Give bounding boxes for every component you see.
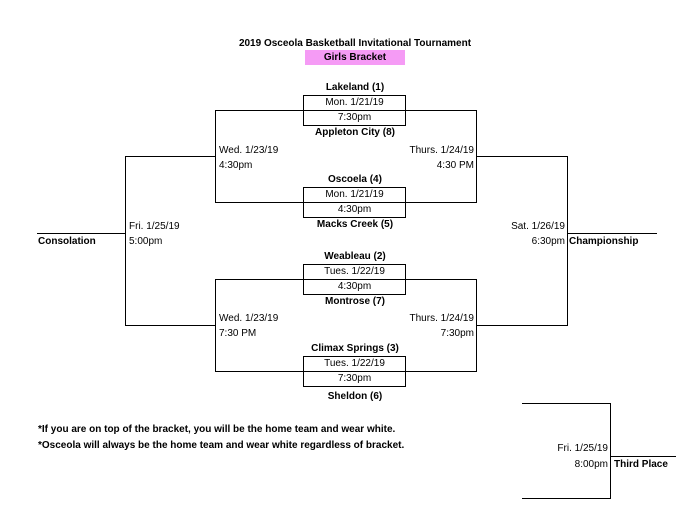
game4-line-left — [215, 371, 303, 372]
game2-box-divider — [303, 202, 406, 203]
consolation-label: Consolation — [38, 236, 96, 247]
semi-bottom-right-time: 7:30pm — [440, 328, 474, 339]
consolation-time: 5:00pm — [129, 236, 163, 247]
game1-bottom-team: Appleton City (8) — [315, 127, 395, 138]
game3-top-team: Weableau (2) — [324, 251, 386, 262]
game2-date: Mon. 1/21/19 — [325, 189, 384, 200]
game4-time: 7:30pm — [337, 373, 372, 384]
third-place-top-line — [522, 403, 611, 404]
game3-box-divider — [303, 279, 406, 280]
third-place-out-line — [610, 456, 676, 457]
game2-line-left — [215, 202, 303, 203]
game4-date: Tues. 1/22/19 — [324, 358, 385, 369]
game4-box-divider — [303, 371, 406, 372]
semi-top-left-time: 4:30pm — [219, 160, 253, 171]
consolation-top-line — [125, 156, 216, 157]
game1-top-team: Lakeland (1) — [325, 82, 385, 93]
bracket-label-banner: Girls Bracket — [305, 50, 405, 65]
consolation-date: Fri. 1/25/19 — [129, 221, 180, 232]
game3-line-left — [215, 279, 303, 280]
semi-bottom-left-time: 7:30 PM — [219, 328, 257, 339]
third-place-label: Third Place — [614, 459, 668, 470]
game3-bottom-team: Montrose (7) — [325, 296, 385, 307]
game2-line-right — [406, 202, 477, 203]
championship-bottom-line — [476, 325, 568, 326]
third-place-date: Fri. 1/25/19 — [557, 443, 608, 454]
semi-top-right-time: 4:30 PM — [436, 160, 474, 171]
championship-vertical — [567, 156, 568, 326]
semi-bottom-left-date: Wed. 1/23/19 — [219, 313, 279, 324]
game1-box-divider — [303, 110, 406, 111]
game1-time: 7:30pm — [337, 112, 372, 123]
semi-bottom-right-date: Thurs. 1/24/19 — [409, 313, 474, 324]
championship-date: Sat. 1/26/19 — [511, 221, 565, 232]
game4-top-team: Climax Springs (3) — [311, 343, 399, 354]
championship-top-line — [476, 156, 568, 157]
championship-label: Championship — [569, 236, 639, 247]
championship-time: 6:30pm — [531, 236, 565, 247]
note-osceola: *Osceola will always be the home team an… — [38, 440, 405, 451]
game3-date: Tues. 1/22/19 — [324, 266, 385, 277]
game2-bottom-team: Macks Creek (5) — [316, 219, 394, 230]
consolation-out-line — [37, 233, 126, 234]
consolation-bottom-line — [125, 325, 216, 326]
third-place-bottom-line — [522, 498, 611, 499]
championship-out-line — [567, 233, 657, 234]
game1-date: Mon. 1/21/19 — [325, 97, 384, 108]
third-place-time: 8:00pm — [574, 459, 608, 470]
note-home-team: *If you are on top of the bracket, you w… — [38, 424, 396, 435]
game3-time: 4:30pm — [337, 281, 372, 292]
game2-top-team: Oscoela (4) — [328, 174, 382, 185]
page-title: 2019 Osceola Basketball Invitational Tou… — [238, 38, 472, 49]
game4-line-right — [406, 371, 477, 372]
game2-time: 4:30pm — [337, 204, 372, 215]
game1-line-right — [406, 110, 477, 111]
game4-bottom-team: Sheldon (6) — [327, 391, 383, 402]
consolation-vertical — [125, 156, 126, 326]
semi-top-left-date: Wed. 1/23/19 — [219, 145, 279, 156]
game1-line-left — [215, 110, 303, 111]
third-place-vertical — [610, 403, 611, 499]
game3-line-right — [406, 279, 477, 280]
semi-top-right-date: Thurs. 1/24/19 — [409, 145, 474, 156]
